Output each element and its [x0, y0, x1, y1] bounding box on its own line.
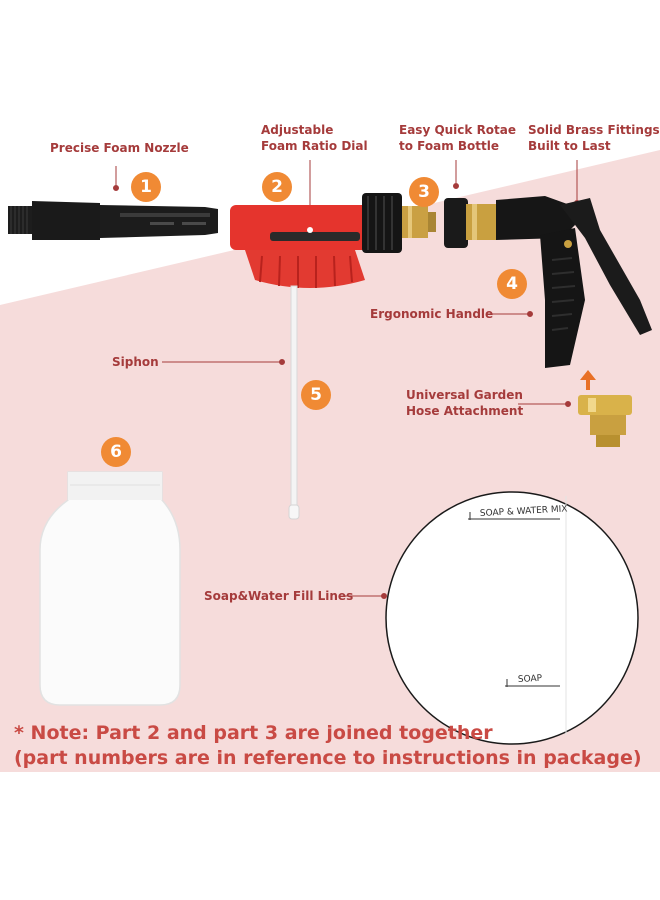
note-line-2: (part numbers are in reference to instru…: [14, 747, 642, 769]
label-brass-line1: Solid Brass Fittings: [528, 123, 660, 137]
label-hose-line2: Hose Attachment: [406, 404, 524, 418]
label-fill-lines: Soap&Water Fill Lines: [204, 589, 354, 603]
label-ergonomic-handle: Ergonomic Handle: [370, 307, 494, 321]
badge-part-2: 2: [262, 172, 292, 202]
fill-lines-magnifier: SOAP & WATER MIX SOAP: [385, 491, 639, 745]
label-brass-line2: Built to Last: [528, 139, 611, 153]
quick-connector: [362, 193, 436, 253]
foam-nozzle: [8, 201, 218, 240]
foam-bottle: [39, 471, 181, 706]
siphon-tube: [288, 285, 300, 520]
badge-part-1: 1: [131, 172, 161, 202]
badge-part-5: 5: [301, 380, 331, 410]
hose-adapter: [578, 370, 632, 447]
badge-part-4: 4: [497, 269, 527, 299]
foam-ratio-dial-body: [230, 205, 375, 288]
badge-part-3: 3: [409, 177, 439, 207]
label-foam-nozzle: Precise Foam Nozzle: [50, 141, 189, 155]
label-quick-line1: Easy Quick Rotae: [399, 123, 517, 137]
fill-mark-bottom: SOAP: [518, 674, 543, 685]
fill-mark-top: SOAP & WATER MIX: [480, 504, 568, 519]
label-hose-line1: Universal Garden: [406, 388, 523, 402]
label-dial-line2: Foam Ratio Dial: [261, 139, 368, 153]
label-dial-line1: Adjustable: [261, 123, 334, 137]
label-quick-line2: to Foam Bottle: [399, 139, 500, 153]
badge-part-6: 6: [101, 437, 131, 467]
note-line-1: * Note: Part 2 and part 3 are joined tog…: [14, 722, 493, 744]
label-siphon: Siphon: [112, 355, 159, 369]
spray-gun: [444, 196, 652, 368]
